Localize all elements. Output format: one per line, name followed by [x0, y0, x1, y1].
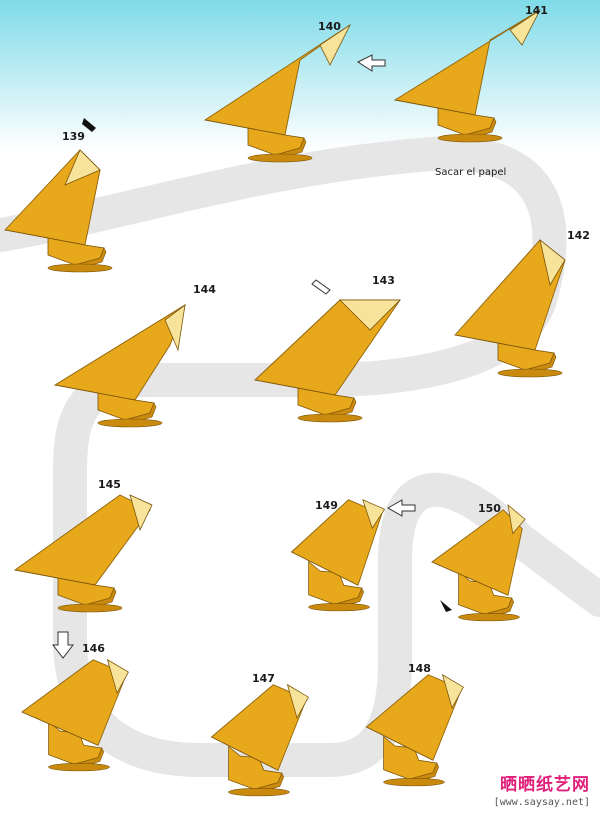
bird-figure-149 — [292, 500, 385, 611]
arrow-143-icon — [312, 280, 330, 294]
step-149-label: 149 — [315, 499, 338, 512]
step-139-label: 139 — [62, 130, 85, 143]
step-145-label: 145 — [98, 478, 121, 491]
watermark-url: [www.saysay.net] — [494, 797, 590, 808]
bird-figure-147 — [212, 685, 309, 796]
step-147-label: 147 — [252, 672, 275, 685]
arrow-150-icon — [440, 600, 452, 612]
step-141-label: 141 — [525, 4, 548, 17]
step-143-label: 143 — [372, 274, 395, 287]
step-142-label: 142 — [567, 229, 590, 242]
caption-sacar-el-papel: Sacar el papel — [435, 167, 506, 178]
step-148-label: 148 — [408, 662, 431, 675]
step-150-label: 150 — [478, 502, 501, 515]
step-144-label: 144 — [193, 283, 216, 296]
step-146-label: 146 — [82, 642, 105, 655]
step-140-label: 140 — [318, 20, 341, 33]
watermark-title: 晒晒纸艺网 — [500, 770, 590, 795]
